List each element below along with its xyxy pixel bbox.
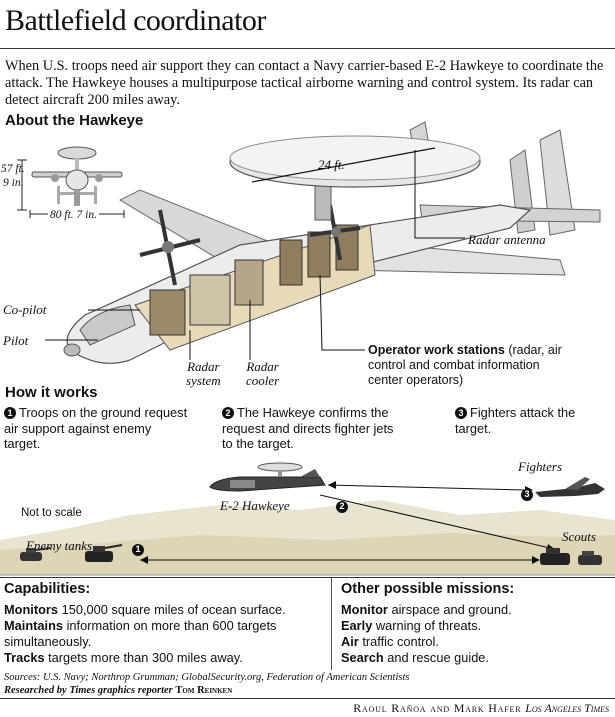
hawkeye-cutaway-illustration <box>45 121 601 364</box>
how-heading: How it works <box>5 384 98 401</box>
missions-list: Monitor airspace and ground. Early warni… <box>341 602 512 665</box>
battlefield-scene <box>0 462 615 576</box>
fighter-jet-icon <box>535 477 605 497</box>
enemy-tanks-icon <box>20 544 123 562</box>
radar-cooler-label: Radar cooler <box>246 359 280 388</box>
radar-system-label: Radar system <box>186 359 221 388</box>
capabilities-heading: Capabilities: <box>4 581 91 597</box>
marker-2: 2 <box>339 501 345 511</box>
hawkeye-small-icon <box>209 462 326 492</box>
scout-vehicles-icon <box>540 548 602 565</box>
marker-3: 3 <box>524 489 530 499</box>
sources-text: Sources: U.S. Navy; Northrop Grumman; Gl… <box>4 672 410 696</box>
operator-stations-label: Operator work stations (radar, air contr… <box>368 343 562 387</box>
copilot-label: Co-pilot <box>3 302 47 317</box>
radome-dimension-label: 24 ft. <box>318 157 345 172</box>
marker-1: 1 <box>135 544 141 554</box>
radar-antenna-label: Radar antenna <box>468 232 546 247</box>
bottom-rule <box>0 577 615 578</box>
credit-line: Raoul Rañoa and Mark Hafer Los Angeles T… <box>353 701 609 715</box>
width-label: 80 ft. 7 in. <box>48 209 99 221</box>
capabilities-list: Monitors 150,000 square miles of ocean s… <box>4 602 286 665</box>
height-label-in: 9 in. <box>3 177 24 189</box>
credit-rule <box>0 698 615 699</box>
missions-heading: Other possible missions: <box>341 581 515 597</box>
about-heading: About the Hawkeye <box>5 112 144 129</box>
intro-text: When U.S. troops need air support they c… <box>5 58 604 108</box>
scouts-label: Scouts <box>562 529 596 544</box>
enemy-tanks-label: Enemy tanks <box>26 538 93 553</box>
column-divider <box>331 578 332 670</box>
pilot-label: Pilot <box>3 333 29 348</box>
not-to-scale-label: Not to scale <box>21 507 82 519</box>
hawkeye-scene-label: E-2 Hawkeye <box>220 498 290 513</box>
title-rule <box>0 48 615 49</box>
height-label-ft: 57 ft. <box>1 163 25 175</box>
page-title: Battlefield coordinator <box>5 4 266 37</box>
fighters-label: Fighters <box>518 459 563 474</box>
